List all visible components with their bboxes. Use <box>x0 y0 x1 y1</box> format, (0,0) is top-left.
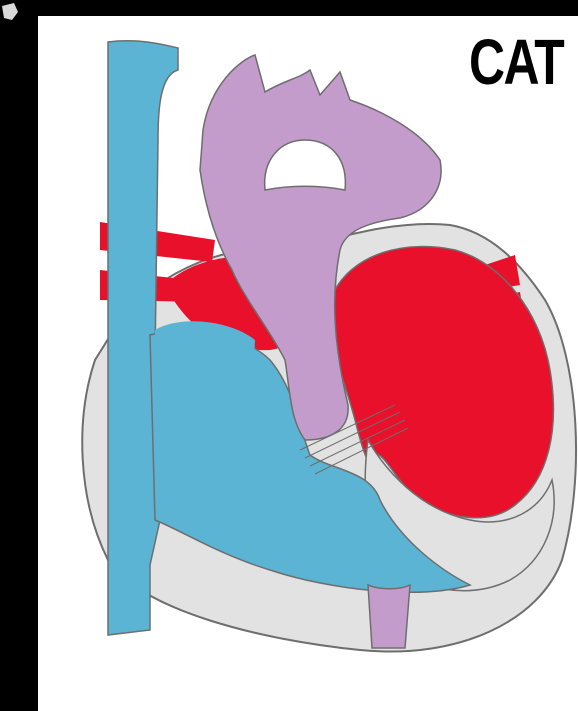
slide-title: CAT <box>469 30 563 94</box>
descending-aorta <box>368 585 410 648</box>
right-atrium <box>155 321 255 441</box>
